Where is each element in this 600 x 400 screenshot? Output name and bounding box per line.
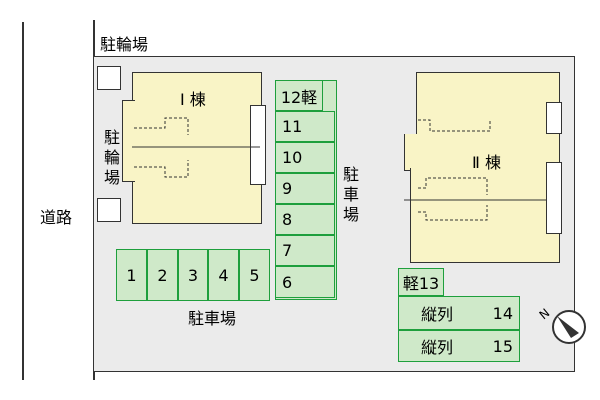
parking-space-15: 縦列 15 [398,330,520,362]
road-label: 道路 [40,208,73,227]
building-2-entrance-bottom [546,162,562,234]
parking-label-right: 駐車場 [342,165,359,224]
parking-space-7: 7 [275,235,335,266]
parking-space-2: 2 [147,249,178,301]
parking-space-14: 縦列 14 [398,296,520,330]
parking-space-1: 1 [116,249,147,301]
parking-space-10: 10 [275,142,335,173]
building-1-label: Ⅰ 棟 [180,90,206,109]
parking-space-11: 11 [275,111,335,142]
parking-space-5: 5 [239,249,270,301]
road-edge-left [22,22,24,380]
parking-space-6: 6 [275,266,335,298]
parking-space-4: 4 [208,249,239,301]
tandem-label-15: 縦列 [421,338,454,357]
bicycle-parking-top [97,66,121,90]
tandem-number-14: 14 [492,303,513,323]
parking-label-bottom: 駐車場 [188,309,237,328]
building-2-label: Ⅱ 棟 [472,153,501,172]
building-2 [416,72,560,136]
bicycle-parking-label-side: 駐輪場 [103,128,120,187]
parking-space-13: 軽13 [398,268,444,296]
bicycle-parking-label-top: 駐輪場 [100,35,149,54]
parking-space-12: 12軽 [275,80,323,111]
bicycle-parking-side [97,198,121,222]
parking-space-3: 3 [178,249,208,301]
building-1 [132,72,262,224]
building-2-entrance-top [546,102,562,134]
tandem-label-14: 縦列 [421,305,454,324]
tandem-number-15: 15 [492,336,513,356]
building-1-bay [122,100,135,182]
building-1-entrance [250,105,266,185]
parking-space-8: 8 [275,204,335,235]
parking-space-9: 9 [275,173,335,204]
